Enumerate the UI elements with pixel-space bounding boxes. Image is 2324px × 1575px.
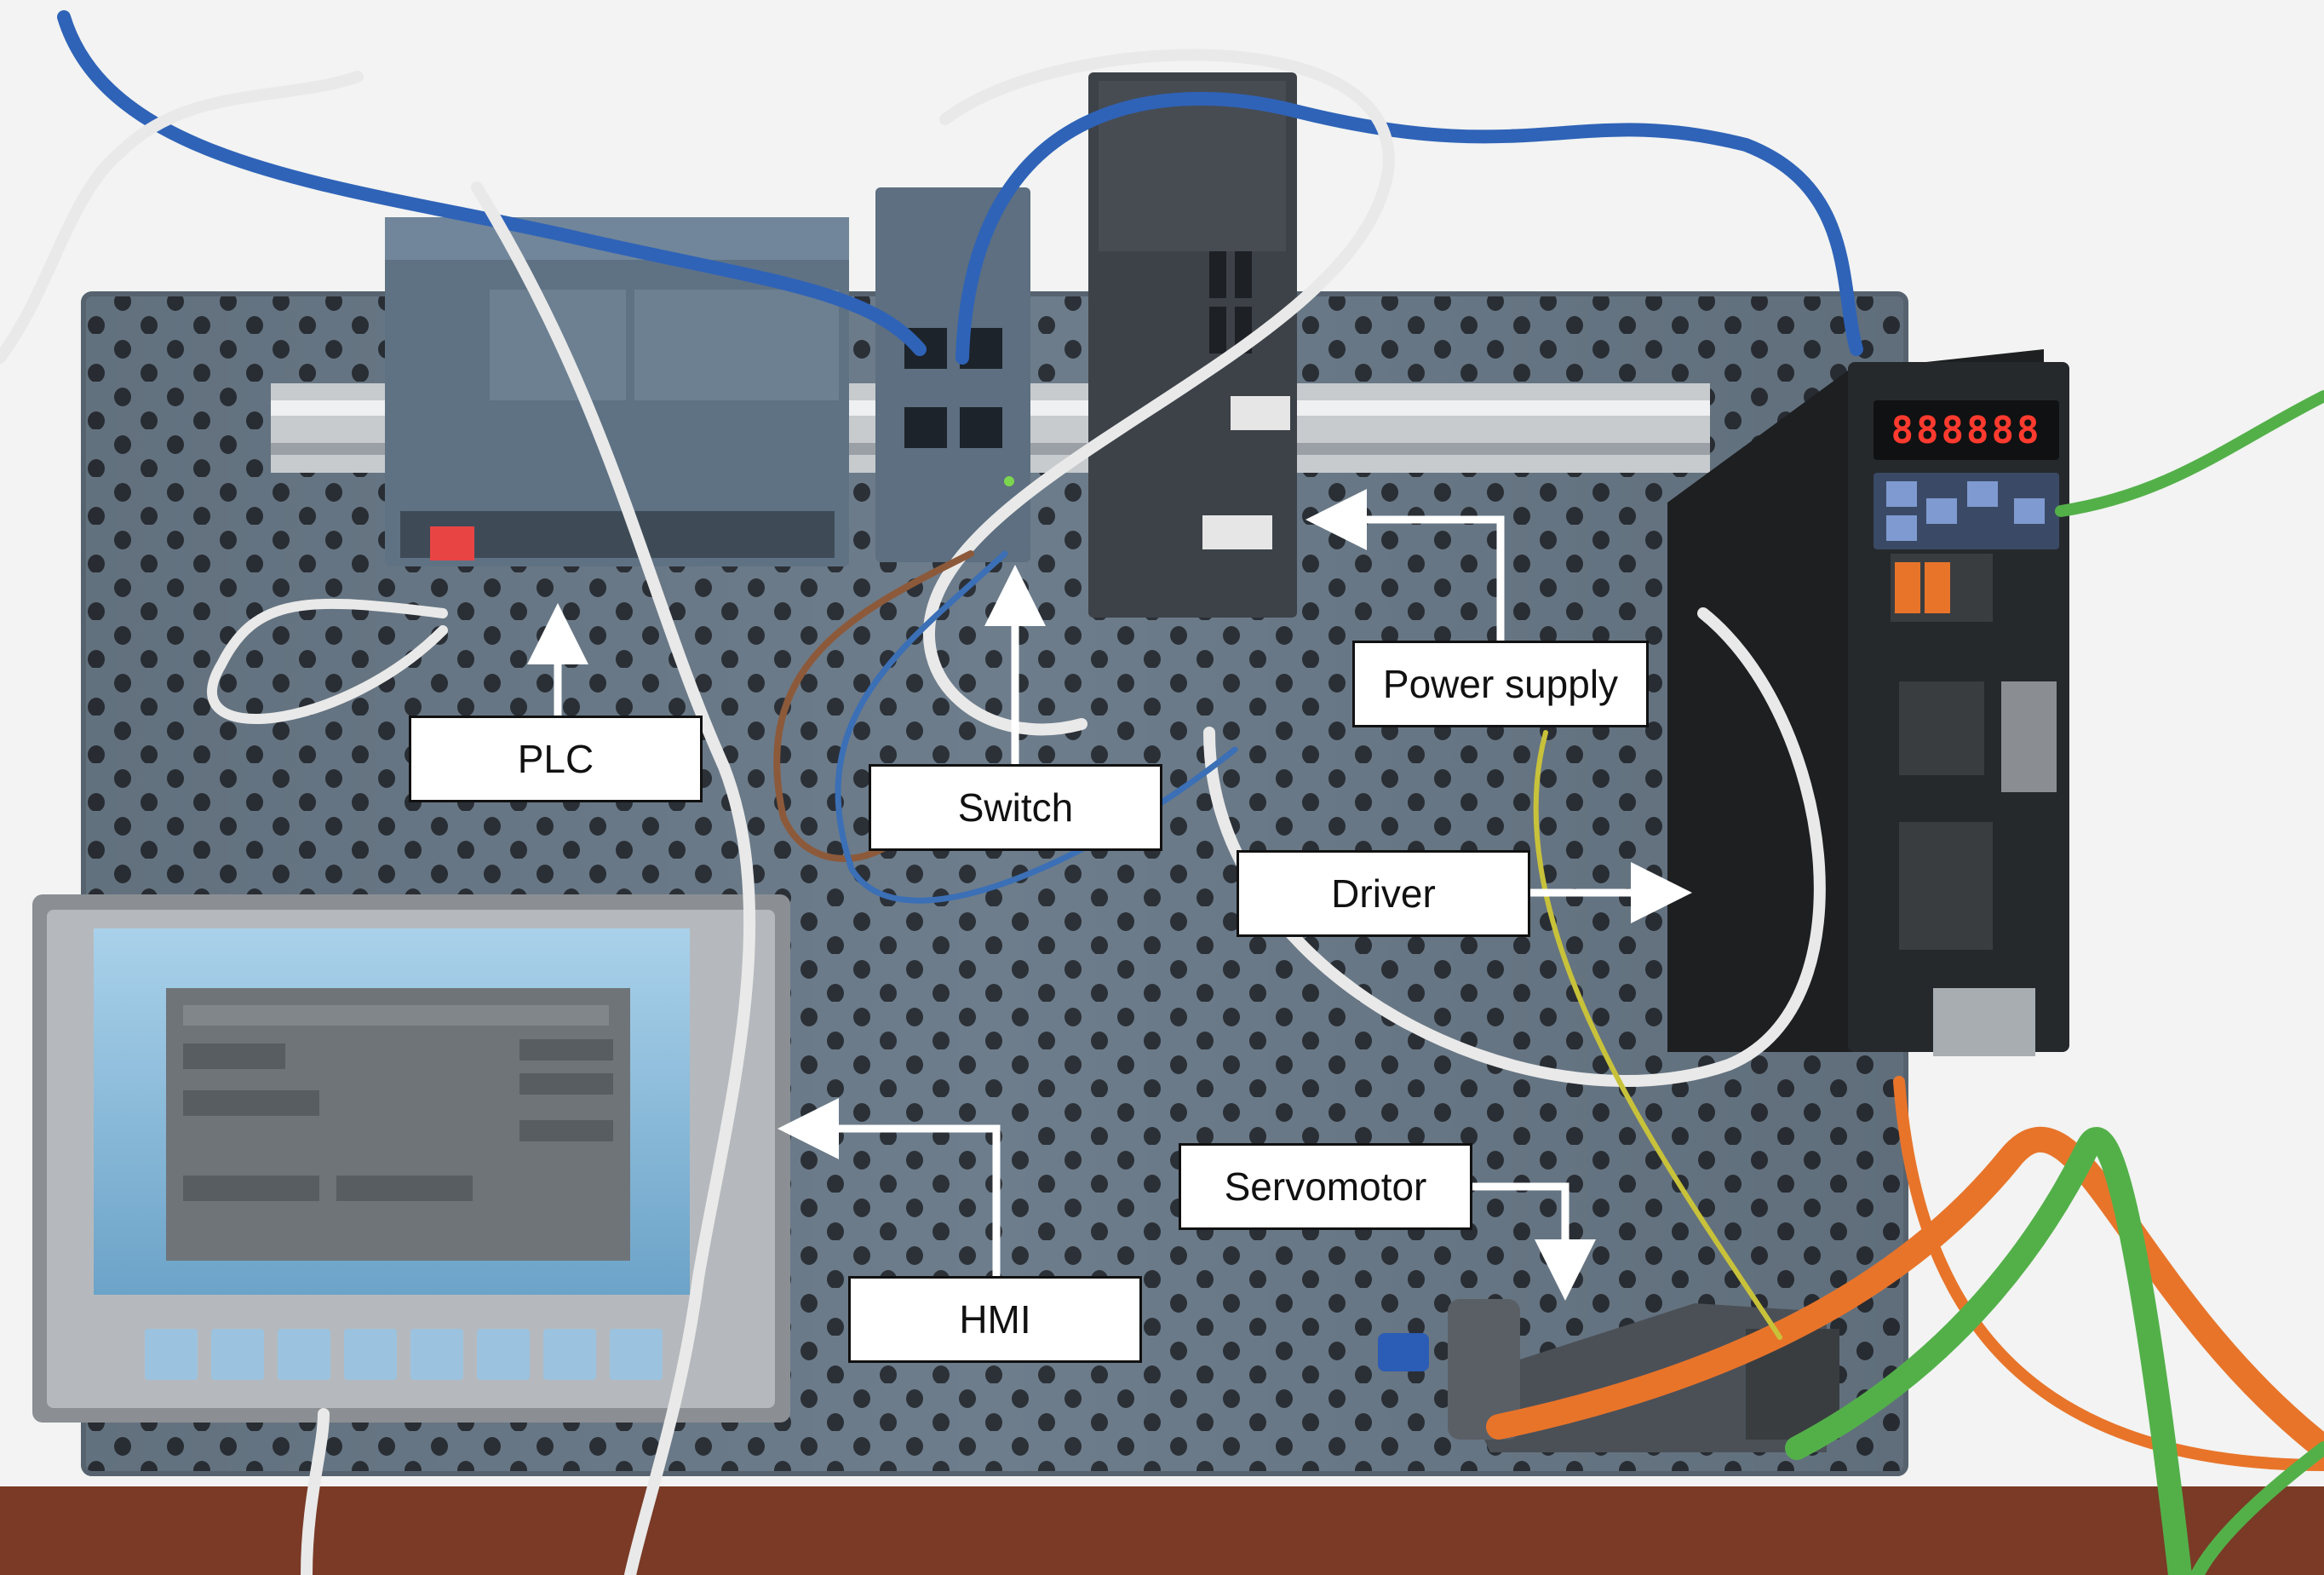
hmi-panel	[32, 894, 790, 1423]
servomotor-arrow	[1472, 1182, 1596, 1301]
plc-unit	[385, 217, 849, 566]
power-supply-arrow	[1305, 489, 1505, 641]
callout-power-supply: Power supply	[1352, 641, 1649, 727]
callout-hmi: HMI	[848, 1276, 1142, 1363]
callout-arrows	[527, 489, 1692, 1301]
power-supply-unit	[1088, 72, 1297, 618]
hmi-arrow	[778, 1098, 1001, 1276]
servo-driver-unit	[1667, 349, 2069, 1056]
floor-strip	[0, 1486, 2324, 1575]
driver-seven-segment-display: 888888	[1891, 408, 2042, 452]
callout-plc: PLC	[409, 716, 703, 802]
callout-switch: Switch	[869, 764, 1162, 851]
callout-servomotor: Servomotor	[1179, 1143, 1472, 1230]
callout-driver: Driver	[1237, 850, 1530, 937]
